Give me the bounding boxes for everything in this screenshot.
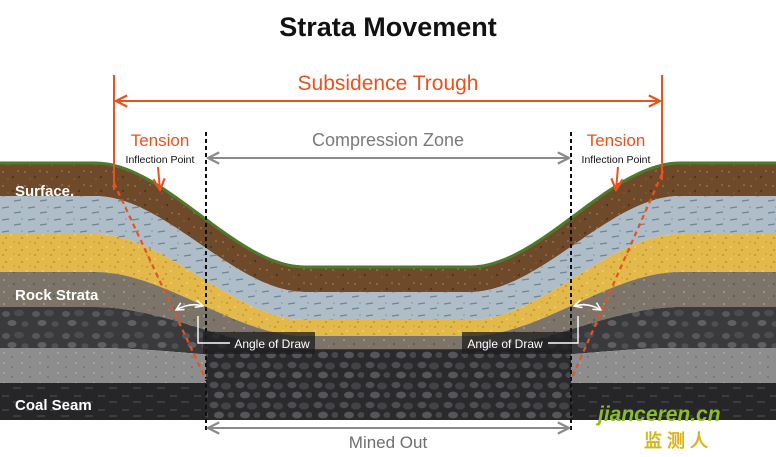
tension-label-left: Tension (131, 131, 190, 150)
angle-arc-right (574, 305, 601, 310)
watermark-text: jianceren.cn (595, 403, 721, 426)
tension-arrow-right (616, 166, 618, 190)
angle-leader-left (197, 316, 230, 344)
sandstone-layer (0, 234, 776, 336)
inflection-point-label-left: Inflection Point (126, 154, 195, 166)
watermark-cn-text: 监 测 人 (644, 430, 709, 451)
mined-out-label: Mined Out (349, 433, 428, 452)
compression-zone-label: Compression Zone (312, 130, 464, 150)
inflection-point-label-right: Inflection Point (582, 154, 651, 166)
surface-grass (0, 161, 776, 269)
angle-of-draw-line-right (569, 173, 664, 381)
angle-label-bg-right (462, 332, 572, 354)
angle-of-draw-label-right: Angle of Draw (467, 337, 543, 351)
tension-arrow-left (158, 166, 160, 190)
tension-label-right: Tension (587, 131, 646, 150)
mined-out-area (206, 350, 571, 420)
angle-label-bg-left (203, 332, 315, 354)
angle-leader-right (548, 316, 579, 344)
angle-of-draw-label-left: Angle of Draw (234, 337, 310, 351)
conglomerate-layer (0, 307, 776, 360)
surface-label: Surface. (15, 183, 74, 200)
angle-arc-left (176, 305, 203, 310)
subsidence-trough-label: Subsidence Trough (298, 72, 479, 95)
surface-soil-layer (0, 164, 776, 292)
siltstone-layer (0, 272, 776, 349)
rock-strata-label: Rock Strata (15, 287, 99, 304)
shale-layer (0, 196, 776, 320)
diagram-title: Strata Movement (279, 12, 497, 42)
angle-of-draw-line-left (113, 182, 207, 381)
coal-seam-label: Coal Seam (15, 397, 92, 414)
